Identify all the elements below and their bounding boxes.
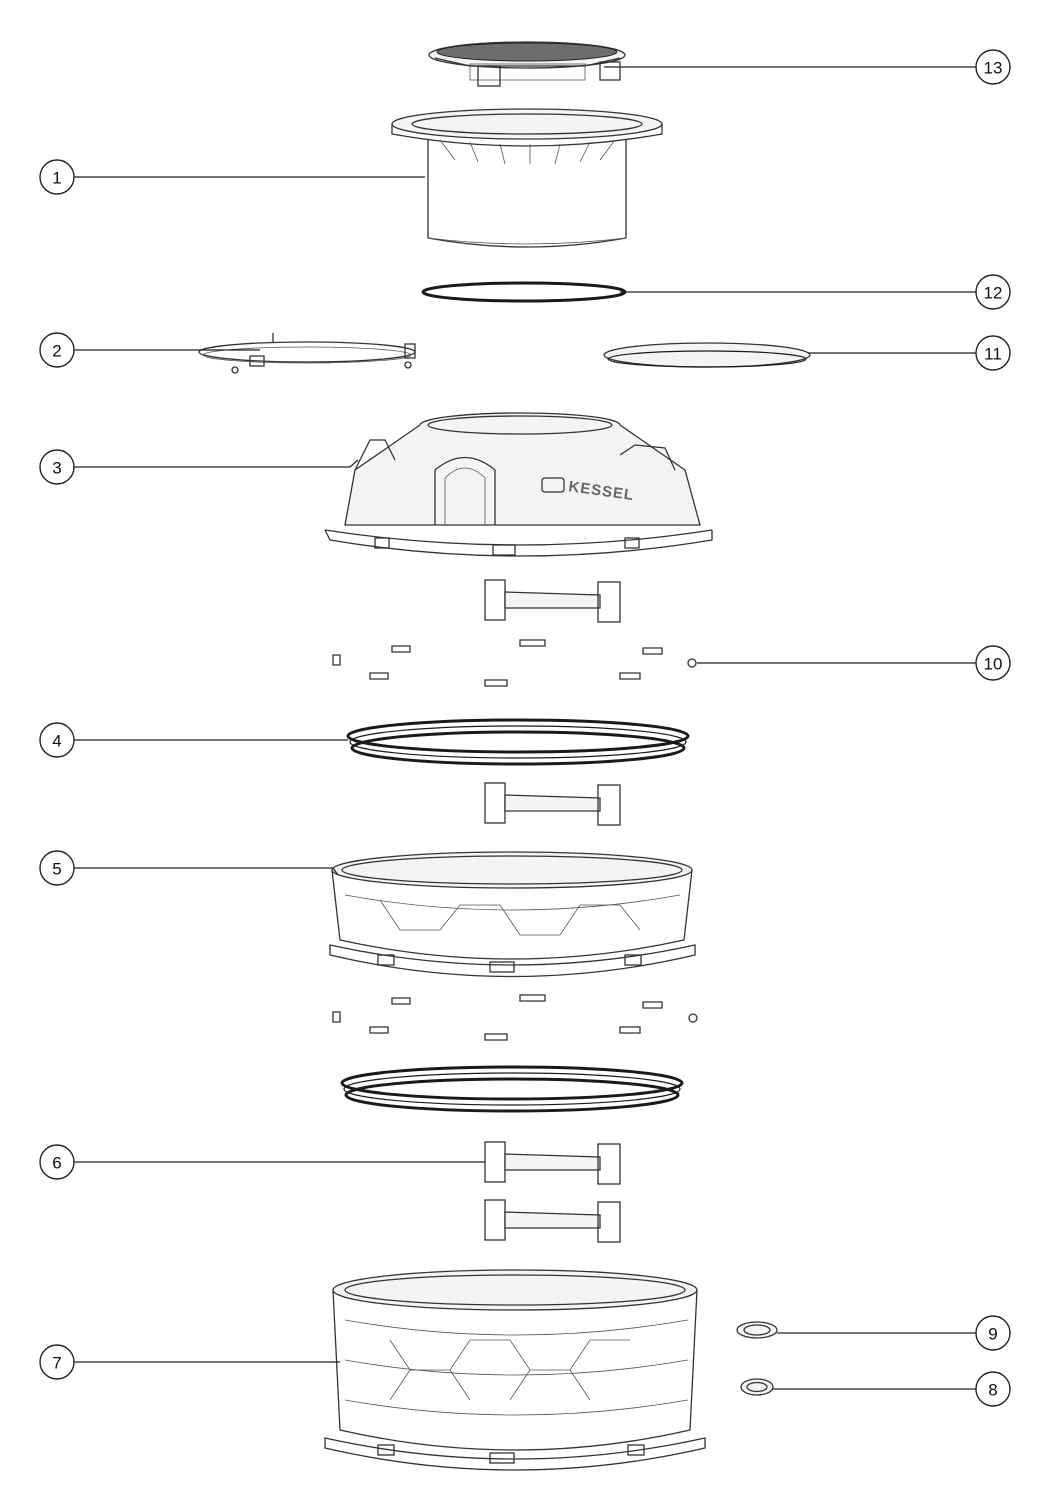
callout-8: 8 [975,1371,1011,1407]
callout-label-1: 1 [52,169,61,188]
callout-2: 2 [39,332,75,368]
callout-label-12: 12 [984,284,1003,303]
callout-label-2: 2 [52,342,61,361]
callout-11: 11 [975,335,1011,371]
part-10-clips-upper [332,639,697,687]
callout-1: 1 [39,159,75,195]
leader-lines [74,66,976,1390]
callout-label-3: 3 [52,459,61,478]
part-7-base-ring [324,1269,706,1471]
callout-9: 9 [975,1315,1011,1351]
callout-3: 3 [39,449,75,485]
clips-lower [332,994,698,1041]
part-5-shaft-ring [329,851,696,978]
part-11-flat-seal [603,342,811,368]
connector-middle [484,782,621,826]
part-8-small-ring [740,1378,774,1396]
part-6-connector [484,1141,621,1243]
callout-label-6: 6 [52,1154,61,1173]
callout-label-9: 9 [988,1325,997,1344]
callout-4: 4 [39,722,75,758]
lower-profile-seal [340,1065,684,1113]
callout-label-5: 5 [52,860,61,879]
connector-upper [484,579,621,623]
callout-13: 13 [975,49,1011,85]
part-13-cover-grate [428,41,626,87]
part-9-small-ring [736,1321,778,1339]
callout-5: 5 [39,850,75,886]
part-2-clamping-ring [198,333,416,374]
callout-12: 12 [975,274,1011,310]
callout-label-7: 7 [52,1354,61,1373]
callout-label-10: 10 [984,655,1003,674]
part-3-cone: KESSEL [324,412,713,557]
callout-label-8: 8 [988,1381,997,1400]
part-4-profile-seal [346,718,690,766]
callout-6: 6 [39,1144,75,1180]
callout-10: 10 [975,645,1011,681]
callout-label-4: 4 [52,732,61,751]
part-12-sealing-ring [421,281,627,303]
callout-label-13: 13 [984,59,1003,78]
callout-label-11: 11 [984,345,1002,364]
part-1-top-section [391,108,663,248]
callout-7: 7 [39,1344,75,1380]
